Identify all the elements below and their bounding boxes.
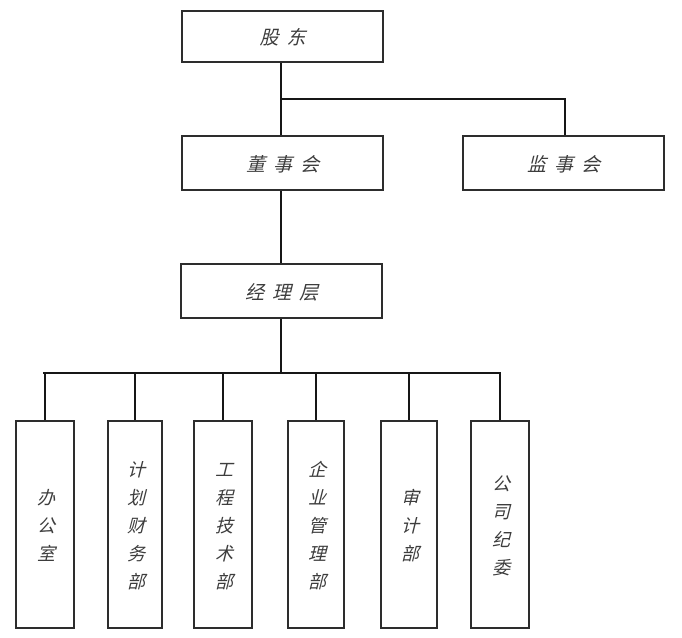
connector-board-management (280, 190, 282, 264)
connector-stub-enterprise-management (315, 372, 317, 420)
node-dept-planning-finance-label: 计划财务部 (125, 459, 145, 600)
node-dept-discipline-committee-label: 公司纪委 (490, 473, 510, 586)
connector-stub-audit (408, 372, 410, 420)
connector-supervisory-drop (564, 98, 566, 135)
node-shareholders-label: 股东 (259, 28, 314, 49)
node-dept-office: 办公室 (15, 420, 75, 629)
connector-shareholders-supervisory-horizontal (280, 98, 566, 100)
node-dept-discipline-committee: 公司纪委 (470, 420, 530, 629)
connector-stub-planning-finance (134, 372, 136, 420)
node-dept-office-label: 办公室 (35, 487, 55, 572)
node-dept-engineering-tech: 工程技术部 (193, 420, 253, 629)
node-shareholders: 股东 (181, 10, 384, 63)
node-supervisory-board-label: 监事会 (526, 154, 608, 176)
node-dept-audit: 审计部 (380, 420, 438, 629)
connector-stub-engineering-tech (222, 372, 224, 420)
connector-stub-discipline-committee (499, 372, 501, 420)
node-dept-engineering-tech-label: 工程技术部 (213, 459, 233, 600)
node-dept-enterprise-management-label: 企业管理部 (306, 459, 326, 600)
node-dept-enterprise-management: 企业管理部 (287, 420, 345, 629)
node-dept-audit-label: 审计部 (399, 487, 419, 572)
connector-stub-office (44, 372, 46, 420)
node-board-of-directors-label: 董事会 (245, 154, 327, 176)
connector-management-bus (280, 318, 282, 374)
node-management-label: 经理层 (244, 282, 326, 304)
connector-department-bus (43, 372, 501, 374)
node-dept-planning-finance: 计划财务部 (107, 420, 163, 629)
node-management: 经理层 (180, 263, 383, 319)
node-supervisory-board: 监事会 (462, 135, 665, 191)
node-board-of-directors: 董事会 (181, 135, 384, 191)
